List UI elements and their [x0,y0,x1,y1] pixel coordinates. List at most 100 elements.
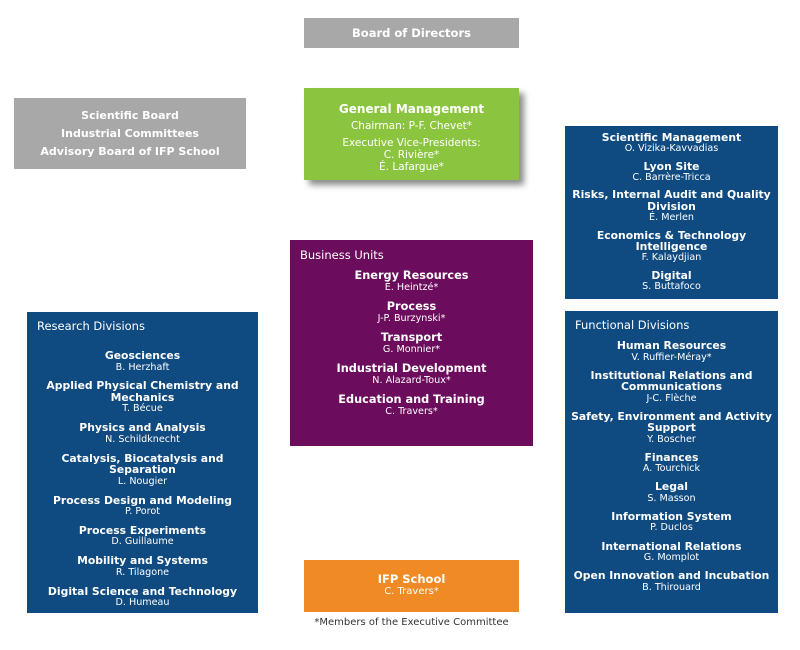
functional-division-entry-title: Open Innovation and Incubation [573,569,770,583]
management-entry-title: Economics & Technology Intelligence [596,228,747,253]
research-divisions-heading: Research Divisions [37,319,145,333]
research-division-entry-title: Physics and Analysis [79,421,206,435]
functional-division-entry-person: P. Duclos [650,522,693,534]
general-management-box: General Management Chairman: P-F. Chevet… [304,88,519,180]
research-division-entry-person: R. Tilagone [115,566,170,578]
business-unit-entry-title: Energy Resources [354,269,469,282]
ifp-school-person: C. Travers* [384,586,439,597]
business-unit-entry-title: Education and Training [338,393,485,406]
business-unit-entry-person: N. Alazard-Toux* [372,375,451,386]
research-division-entry-person: P. Porot [124,506,161,518]
evp-name-2: É. Lafargue* [379,161,444,173]
functional-division-entry-title: Institutional Relations and Communicatio… [590,368,753,394]
research-division-entry-title: Catalysis, Biocatalysis and Separation [61,451,224,477]
business-units-heading: Business Units [300,248,384,262]
research-division-entry: Applied Physical Chemistry and Mechanics… [27,380,258,415]
functional-division-entry-person: B. Thirouard [642,581,701,593]
management-entry-person: S. Buttafoco [642,281,701,293]
functional-division-entry-title: International Relations [601,539,742,553]
management-entry-person: O. Vizika-Kavvadias [624,143,719,155]
research-division-entry-person: D. Guillaume [111,536,174,548]
scientific-board-label: Scientific Board [81,109,179,122]
business-unit-entry-title: Transport [380,331,443,344]
management-entry-title: Risks, Internal Audit and Quality Divisi… [572,188,771,213]
functional-division-entry-title: Human Resources [616,339,727,352]
executive-committee-footnote: *Members of the Executive Committee [314,617,509,628]
research-division-entry-title: Process Design and Modeling [52,493,233,507]
research-division-entry-title: Digital Science and Technology [47,584,238,598]
management-entry: Risks, Internal Audit and Quality Divisi… [565,189,778,223]
functional-division-entry-title: Finances [644,450,699,464]
industrial-committees-label: Industrial Committees [61,127,199,140]
evp-label: Executive Vice-Presidents: [342,137,481,149]
management-entry-title: Digital [651,268,692,282]
functional-divisions-heading: Functional Divisions [575,318,690,332]
management-entry-person: F. Kalaydjian [641,252,702,264]
business-unit-entry-person: G. Monnier* [382,344,441,355]
business-unit-entry-person: J-P. Burzynski* [377,313,446,324]
board-of-directors-box: Board of Directors [304,18,519,48]
evp-name-1: C. Rivière* [383,149,440,161]
business-unit-entry-title: Industrial Development [336,362,487,375]
research-division-entry-person: B. Herzhaft [115,361,170,373]
functional-division-entry-person: V. Ruffier-Méray* [631,351,712,363]
management-entry-title: Lyon Site [643,159,700,173]
research-division-entry-person: L. Nougier [117,475,168,487]
chairman-label: Chairman: P-F. Chevet* [350,120,473,132]
general-management-title: General Management [338,102,485,116]
business-unit-entry-person: C. Travers* [385,406,438,417]
research-division-entry-person: T. Bécue [122,403,163,415]
functional-division-entry-person: S. Masson [647,492,696,504]
management-entry-person: C. Barrère-Tricca [632,172,711,184]
functional-division-entry-person: G. Momplot [643,552,700,564]
advisory-board-label: Advisory Board of IFP School [40,145,220,158]
research-division-entry-person: D. Humeau [115,597,170,609]
functional-division-entry-person: Y. Boscher [647,433,696,445]
business-unit-entry-person: É. Heintzé* [384,282,439,293]
research-division-entry-person: N. Schildknecht [105,433,180,445]
research-division-entry-title: Mobility and Systems [77,554,208,568]
business-unit-entry-title: Process [386,300,437,313]
functional-division-entry-person: A. Tourchick [642,463,701,475]
committees-box: Scientific Board Industrial Committees A… [14,98,246,169]
ifp-school-title: IFP School [377,572,446,586]
ifp-school-box: IFP School C. Travers* [304,560,519,612]
management-entry-title: Scientific Management [601,131,742,144]
research-division-entry-title: Applied Physical Chemistry and Mechanics [46,379,239,404]
functional-division-entry-person: J-C. Flèche [646,392,697,404]
research-division-entry-title: Process Experiments [78,523,207,537]
research-division-entry-title: Geosciences [104,349,181,362]
management-entry-person: É. Merlen [649,212,694,224]
functional-division-entry-title: Safety, Environment and Activity Support [571,409,772,435]
functional-division-entry: Institutional Relations and Communicatio… [565,368,778,405]
